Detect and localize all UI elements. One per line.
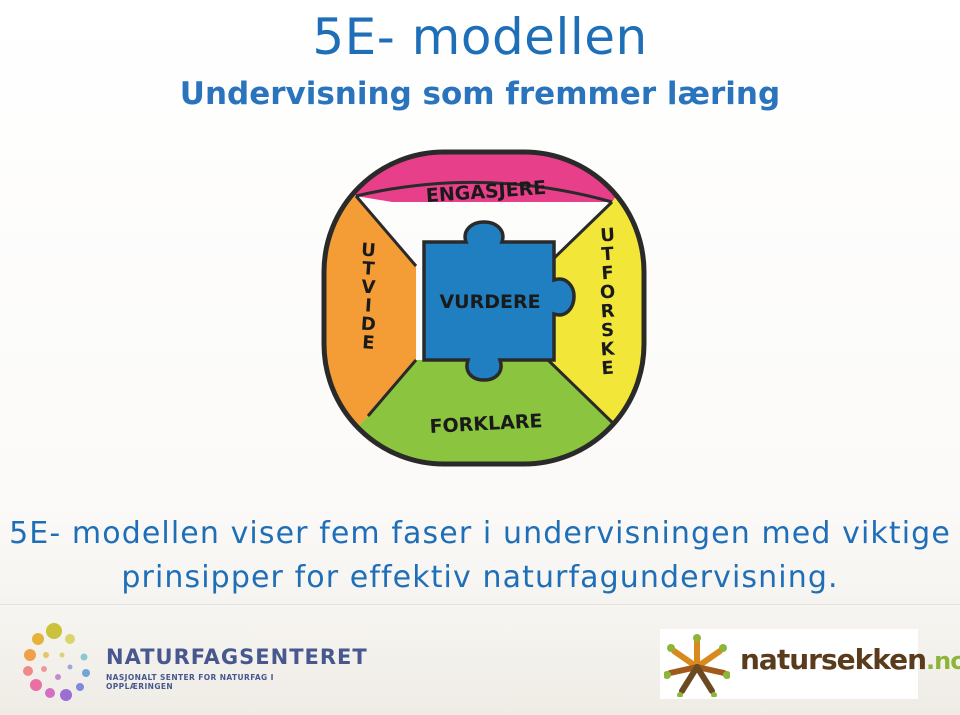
caption: 5E- modellen viser fem faser i undervisn… bbox=[0, 512, 960, 600]
utforske-letter: U bbox=[600, 225, 616, 247]
utforske-segment bbox=[548, 152, 644, 464]
utvide-letter: V bbox=[361, 277, 376, 299]
natursekken-name: natursekken.no bbox=[740, 643, 960, 676]
naturfagsenteret-tagline: NASJONALT SENTER FOR NATURFAG I OPPLÆRIN… bbox=[106, 673, 274, 691]
slide-title: 5E- modellen bbox=[312, 8, 648, 66]
slide-subtitle: Undervisning som fremmer læring bbox=[179, 76, 781, 112]
natursekken-logo[interactable]: natursekken.no bbox=[660, 629, 960, 699]
naturfagsenteret-logo[interactable]: NATURFAGSENTERET NASJONALT SENTER FOR NA… bbox=[18, 619, 367, 709]
utforske-letter: S bbox=[600, 320, 614, 342]
caption-line-2: prinsipper for effektiv naturfagundervis… bbox=[121, 560, 839, 595]
caption-line-1: 5E- modellen viser fem faser i undervisn… bbox=[9, 516, 951, 551]
utvide-letter: T bbox=[362, 258, 376, 280]
forklare-segment bbox=[324, 360, 644, 464]
natursekken-tld: .no bbox=[926, 647, 960, 675]
tree-people-logo-icon bbox=[664, 634, 730, 697]
utvide-letter: I bbox=[364, 295, 372, 316]
utforske-letter: E bbox=[601, 358, 615, 380]
utforske-letter: R bbox=[600, 301, 615, 323]
utforske-letter: K bbox=[600, 338, 616, 360]
utforske-letter: F bbox=[601, 263, 615, 285]
naturfagsenteret-name: NATURFAGSENTERET bbox=[106, 645, 368, 669]
footer: NATURFAGSENTERET NASJONALT SENTER FOR NA… bbox=[0, 604, 960, 715]
utforske-letter: T bbox=[601, 244, 615, 266]
utvide-letter: D bbox=[360, 314, 376, 336]
natursekken-wordmark: natursekken bbox=[740, 643, 927, 676]
dot-circle-logo-icon bbox=[23, 623, 90, 701]
vurdere-puzzle-piece bbox=[422, 220, 576, 382]
utforske-letter: O bbox=[599, 282, 616, 304]
vurdere-label: VURDERE bbox=[439, 291, 540, 313]
utvide-letter: E bbox=[362, 332, 376, 354]
utvide-letter: U bbox=[360, 240, 376, 262]
